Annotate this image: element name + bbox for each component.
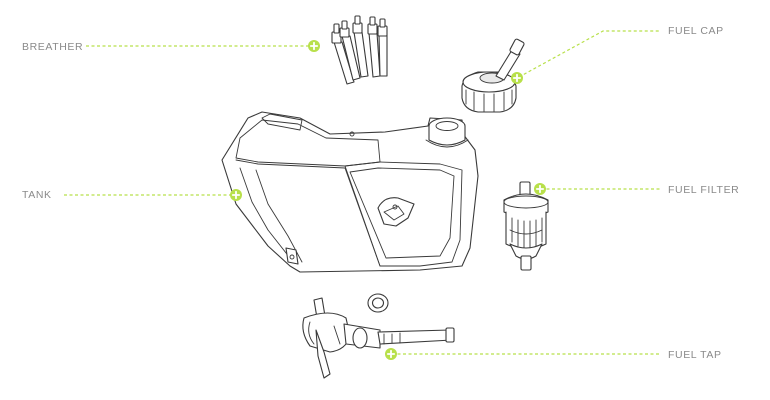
- fuel-cap-leader: [518, 30, 660, 78]
- fuel-cap-hotspot[interactable]: [511, 72, 523, 84]
- tank-label[interactable]: TANK: [22, 189, 52, 201]
- fuel-tap-hotspot[interactable]: [385, 348, 397, 360]
- fuel-cap-part: [461, 38, 525, 113]
- tank-hotspot[interactable]: [230, 189, 242, 201]
- fuel-filter-label[interactable]: FUEL FILTER: [668, 184, 740, 196]
- fuel-cap-label[interactable]: FUEL CAP: [668, 25, 724, 37]
- fuel-tap-part: [302, 297, 455, 379]
- breather-label[interactable]: BREATHER: [22, 41, 84, 53]
- leader-lines: [64, 30, 660, 355]
- tank-part: [221, 111, 479, 273]
- breather-hotspot[interactable]: [308, 40, 320, 52]
- washer-part: [367, 293, 389, 313]
- fuel-tap-label[interactable]: FUEL TAP: [668, 349, 722, 361]
- fuel-filter-part: [503, 181, 549, 271]
- breather-part: [331, 15, 388, 85]
- fuel-filter-hotspot[interactable]: [534, 183, 546, 195]
